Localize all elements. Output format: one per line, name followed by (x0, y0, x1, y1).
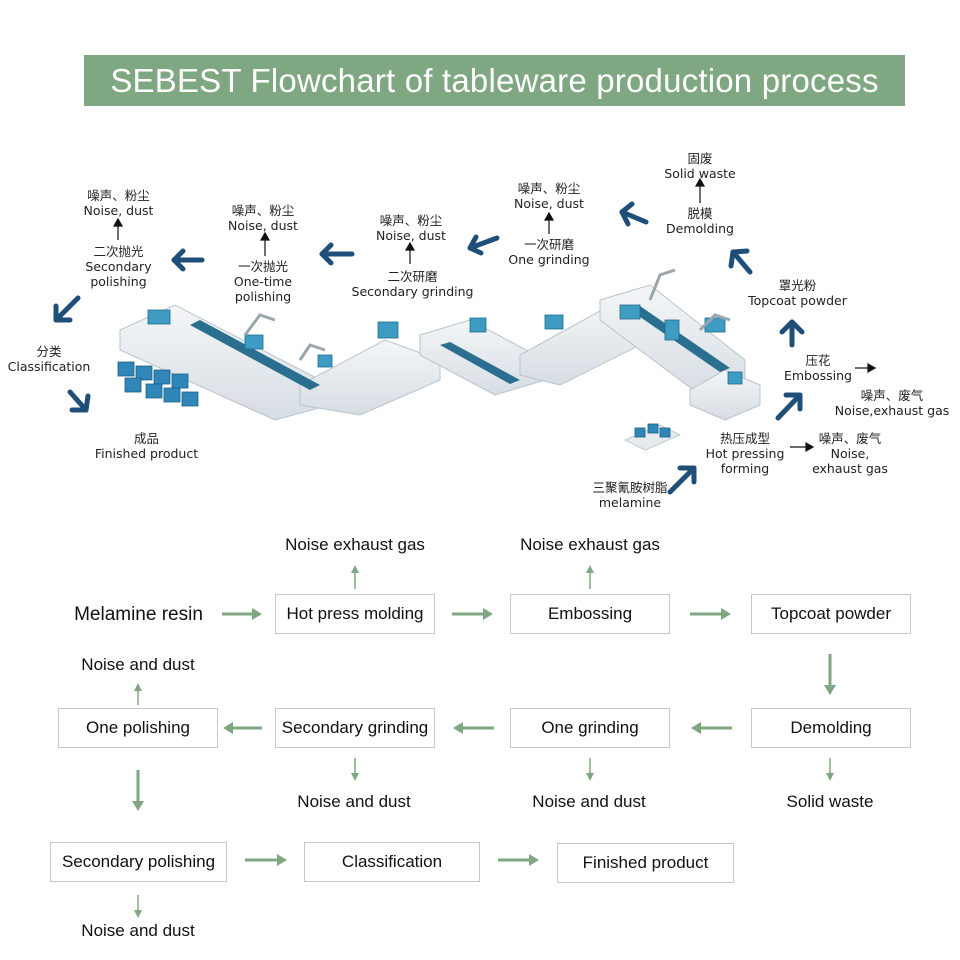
flow-one-polishing-output: Noise and dust (81, 655, 195, 674)
flow-box-one-grinding: One grinding (510, 708, 670, 748)
flow-box-secondary-polishing: Secondary polishing (50, 842, 227, 882)
page-title: SEBEST Flowchart of tableware production… (84, 55, 905, 106)
small-arrow-hot-pressing (790, 441, 815, 453)
flow-embossing-output: Noise exhaust gas (520, 535, 660, 554)
arrow-embossing-output (586, 565, 594, 589)
flow-melamine-resin: Melamine resin (74, 604, 203, 625)
production-line-illustration (117, 268, 761, 451)
arrow-secondary-polishing-output (134, 895, 142, 918)
machines (147, 304, 743, 385)
flow-box-finished-product: Finished product (557, 843, 734, 883)
arrow-to-embossing (775, 392, 803, 421)
arrow-resin-to-hot-press (222, 608, 262, 620)
arrow-to-one-grinding (619, 201, 649, 227)
flow-secondary-polishing-output: Noise and dust (81, 921, 195, 940)
arrow-to-secondary-polishing (171, 248, 205, 272)
arrow-hot-press-output (351, 565, 359, 589)
arrow-to-hot-pressing (667, 465, 697, 495)
arrow-topcoat-to-demolding (824, 654, 836, 695)
arrow-secondary-grinding-output (351, 758, 359, 781)
arrow-one-polishing-to-secondary-polishing (132, 770, 144, 811)
arrow-one-grinding-output (586, 758, 594, 781)
flow-box-topcoat-powder: Topcoat powder (751, 594, 911, 634)
flow-secondary-grinding-output: Noise and dust (297, 792, 411, 811)
conveyor-track (190, 306, 730, 390)
arrow-secondary-polishing-to-classification (245, 854, 287, 866)
arrow-demolding-to-one-grinding (691, 722, 732, 734)
process-arrows (53, 177, 877, 495)
arrow-to-classification (53, 295, 81, 323)
flow-box-embossing: Embossing (510, 594, 670, 634)
resin-pallet (624, 423, 681, 451)
product-stacks (117, 361, 199, 407)
flow-box-demolding: Demolding (751, 708, 911, 748)
conveyor-belt (119, 284, 761, 421)
arrow-hot-press-to-embossing (452, 608, 493, 620)
small-arrow-one-grinding (543, 211, 555, 234)
flow-box-hot-press-molding: Hot press molding (275, 594, 435, 634)
arrow-one-grinding-to-secondary-grinding (453, 722, 494, 734)
flow-box-secondary-grinding: Secondary grinding (275, 708, 435, 748)
arrow-to-topcoat (779, 319, 805, 348)
arrow-to-secondary-grinding (467, 234, 500, 256)
robot-arms (243, 268, 731, 361)
flow-one-grinding-output: Noise and dust (532, 792, 646, 811)
small-arrow-one-time-polishing (259, 231, 271, 256)
arrow-to-demolding (728, 248, 753, 275)
arrow-classification-to-finished (498, 854, 539, 866)
flow-hot-press-output: Noise exhaust gas (285, 535, 425, 554)
arrow-one-polishing-output (134, 683, 142, 705)
arrow-secondary-grinding-to-one-polishing (223, 722, 262, 734)
arrow-embossing-to-topcoat (690, 608, 731, 620)
arrow-to-one-time-polishing (319, 242, 355, 266)
arrow-to-finished-product (67, 389, 91, 413)
small-arrow-solid-waste (694, 177, 706, 203)
small-arrow-secondary-grinding (404, 241, 416, 264)
arrow-demolding-output (826, 758, 834, 781)
flow-box-one-polishing: One polishing (58, 708, 218, 748)
flow-demolding-output: Solid waste (786, 792, 874, 811)
small-arrow-embossing (855, 362, 877, 374)
flow-box-classification: Classification (304, 842, 480, 882)
small-arrow-secondary-polishing (112, 217, 124, 240)
